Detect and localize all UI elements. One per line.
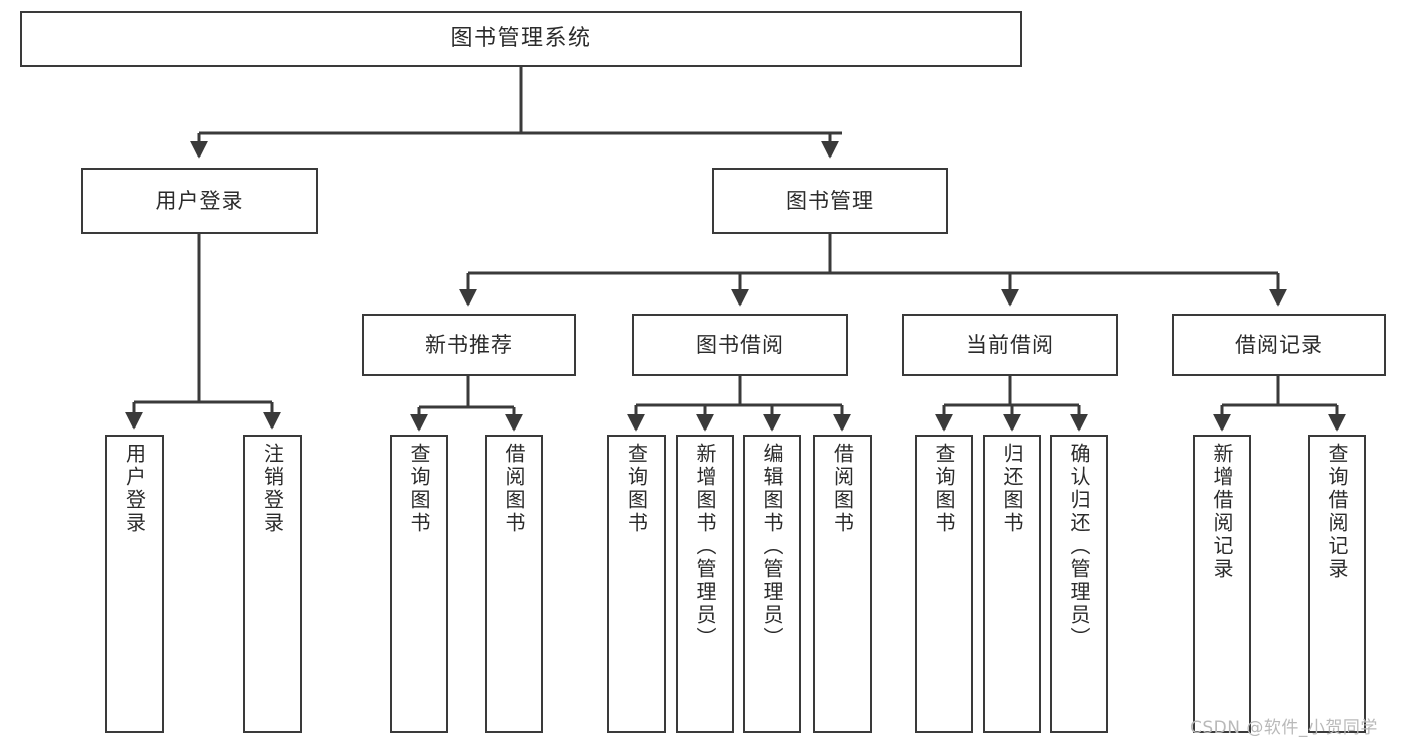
node-borrow-record[interactable]: 借阅记录 bbox=[1172, 314, 1386, 376]
node-user-login[interactable]: 用户登录 bbox=[81, 168, 318, 234]
leaf-borrow-add-book-admin[interactable]: 新增图书（管理员） bbox=[676, 435, 734, 733]
node-label: 借阅图书 bbox=[502, 443, 526, 535]
node-book-borrow[interactable]: 图书借阅 bbox=[632, 314, 848, 376]
node-label: 查询借阅记录 bbox=[1325, 443, 1349, 581]
leaf-borrow-query-book[interactable]: 查询图书 bbox=[607, 435, 666, 733]
leaf-new-book-query[interactable]: 查询图书 bbox=[390, 435, 448, 733]
leaf-record-query[interactable]: 查询借阅记录 bbox=[1308, 435, 1366, 733]
node-label: 查询图书 bbox=[932, 443, 956, 535]
leaf-current-query-book[interactable]: 查询图书 bbox=[915, 435, 973, 733]
node-label: 查询图书 bbox=[624, 443, 649, 535]
node-label: 查询图书 bbox=[407, 443, 431, 535]
node-label: 图书借阅 bbox=[696, 332, 784, 357]
leaf-record-add[interactable]: 新增借阅记录 bbox=[1193, 435, 1251, 733]
node-current-borrow[interactable]: 当前借阅 bbox=[902, 314, 1118, 376]
node-book-management[interactable]: 图书管理 bbox=[712, 168, 948, 234]
node-label: 新书推荐 bbox=[425, 332, 513, 357]
node-label: 归还图书 bbox=[1000, 443, 1024, 535]
node-label: 当前借阅 bbox=[966, 332, 1054, 357]
node-label: 确认归还（管理员） bbox=[1067, 443, 1091, 650]
node-label: 用户登录 bbox=[155, 188, 244, 213]
node-label: 借阅记录 bbox=[1235, 332, 1323, 357]
node-label: 新增图书（管理员） bbox=[693, 443, 717, 650]
node-label: 借阅图书 bbox=[830, 443, 855, 535]
leaf-user-login-signin[interactable]: 用户登录 bbox=[105, 435, 164, 733]
leaf-current-return-book[interactable]: 归还图书 bbox=[983, 435, 1041, 733]
node-new-book-recommend[interactable]: 新书推荐 bbox=[362, 314, 576, 376]
node-label: 注销登录 bbox=[260, 443, 285, 535]
node-label: 图书管理 bbox=[786, 188, 874, 213]
node-label: 用户登录 bbox=[122, 443, 147, 535]
node-label: 新增借阅记录 bbox=[1210, 443, 1234, 581]
leaf-borrow-edit-book-admin[interactable]: 编辑图书（管理员） bbox=[743, 435, 801, 733]
node-root-system[interactable]: 图书管理系统 bbox=[20, 11, 1022, 67]
watermark-text: CSDN @软件_小贺同学 bbox=[1190, 718, 1378, 738]
node-label: 编辑图书（管理员） bbox=[760, 443, 784, 650]
leaf-current-confirm-return-admin[interactable]: 确认归还（管理员） bbox=[1050, 435, 1108, 733]
leaf-new-book-borrow[interactable]: 借阅图书 bbox=[485, 435, 543, 733]
leaf-user-login-signout[interactable]: 注销登录 bbox=[243, 435, 302, 733]
leaf-borrow-borrow-book[interactable]: 借阅图书 bbox=[813, 435, 872, 733]
node-label: 图书管理系统 bbox=[450, 26, 592, 52]
